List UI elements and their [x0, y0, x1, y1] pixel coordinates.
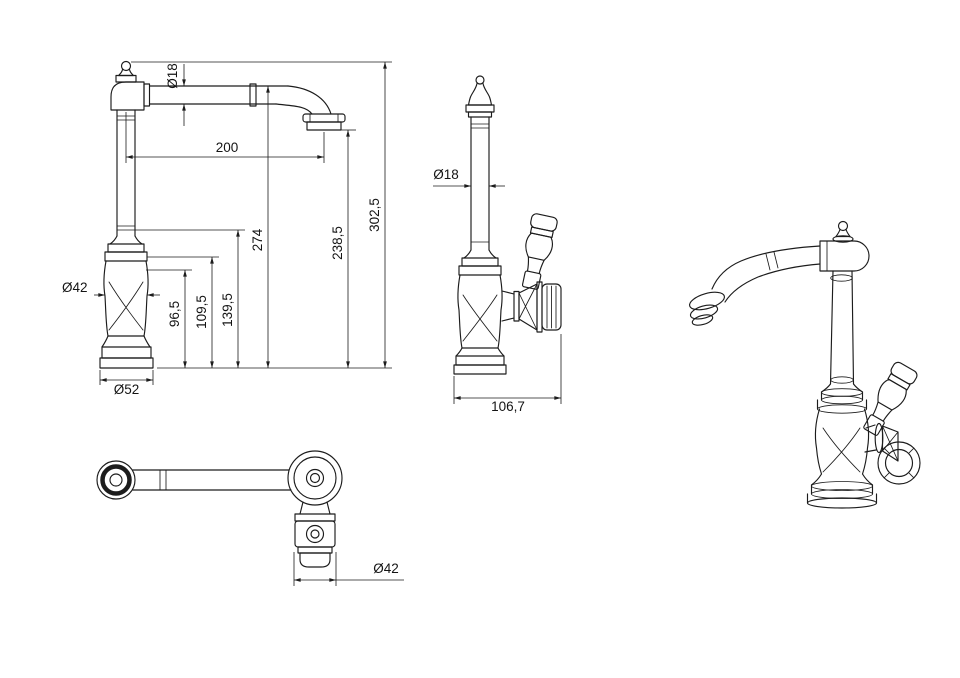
front-dimensions: 302,5 238,5 274 139,5 109,5 — [62, 61, 392, 397]
dim-base-diameter: Ø52 — [99, 370, 154, 397]
dim-label-spout-outlet-height: 238,5 — [330, 226, 345, 260]
side-lever-handle — [521, 213, 558, 290]
top-view: Ø42 — [96, 450, 404, 586]
top-aerator — [96, 460, 136, 500]
dim-overall-height: 302,5 — [367, 62, 387, 368]
dim-collar-height: 109,5 — [147, 256, 219, 368]
top-spout-arm — [132, 469, 292, 491]
dim-label-body-top-height: 139,5 — [220, 293, 235, 327]
front-spout-arm — [148, 83, 332, 115]
dim-label-body-diameter-front: Ø42 — [62, 280, 88, 295]
top-body-circles — [287, 450, 343, 506]
dim-arm-axis-height: 274 — [250, 86, 270, 368]
front-junction — [110, 81, 151, 111]
top-handle-projection — [294, 501, 336, 568]
dim-riser-diameter: Ø18 — [433, 167, 505, 188]
side-base — [453, 347, 507, 375]
top-faucet-outline — [96, 450, 343, 568]
front-aerator — [302, 113, 346, 131]
persp-valve — [864, 422, 921, 485]
persp-finial — [832, 220, 854, 243]
front-base — [99, 335, 154, 369]
dim-label-spout-reach: 200 — [216, 140, 239, 155]
side-body — [457, 274, 503, 349]
persp-spout-arm — [711, 240, 870, 303]
persp-riser — [816, 270, 868, 414]
dim-body-height: 96,5 — [146, 269, 192, 368]
side-faucet-outline — [453, 75, 562, 375]
top-dimensions: Ø42 — [293, 552, 404, 586]
dim-label-collar-height: 109,5 — [194, 295, 209, 329]
dim-spout-outlet-height: 238,5 — [330, 129, 356, 368]
dim-label-base-diameter: Ø52 — [114, 382, 140, 397]
dim-label-spout-tube-diameter: Ø18 — [165, 63, 180, 89]
persp-lever-handle — [863, 361, 918, 436]
front-faucet-outline — [99, 60, 346, 369]
persp-base — [806, 473, 878, 509]
persp-aerator — [688, 291, 726, 326]
dim-body-diameter-top: Ø42 — [293, 552, 404, 586]
front-finial — [115, 60, 137, 83]
dim-spout-tube-diameter: Ø18 — [165, 63, 186, 126]
front-view: 302,5 238,5 274 139,5 109,5 — [62, 60, 392, 397]
perspective-view — [688, 220, 921, 509]
dim-label-riser-diameter: Ø18 — [433, 167, 459, 182]
dim-label-overall-depth: 106,7 — [491, 399, 525, 414]
dim-label-body-diameter-top: Ø42 — [373, 561, 399, 576]
side-view: Ø18 106,7 — [433, 75, 562, 414]
side-valve — [501, 281, 562, 333]
side-dimensions: Ø18 106,7 — [433, 167, 562, 414]
dim-body-top-height: 139,5 — [135, 229, 245, 368]
side-finial — [465, 75, 495, 118]
side-riser — [458, 116, 502, 276]
dim-body-diameter-front: Ø42 — [62, 280, 160, 297]
dim-label-body-height: 96,5 — [167, 301, 182, 327]
dim-label-arm-axis-height: 274 — [250, 228, 265, 251]
persp-body — [814, 408, 870, 475]
dim-overall-depth: 106,7 — [453, 334, 562, 414]
dim-label-overall-height: 302,5 — [367, 198, 382, 232]
front-body — [103, 260, 149, 337]
dim-spout-reach: 200 — [125, 112, 325, 163]
